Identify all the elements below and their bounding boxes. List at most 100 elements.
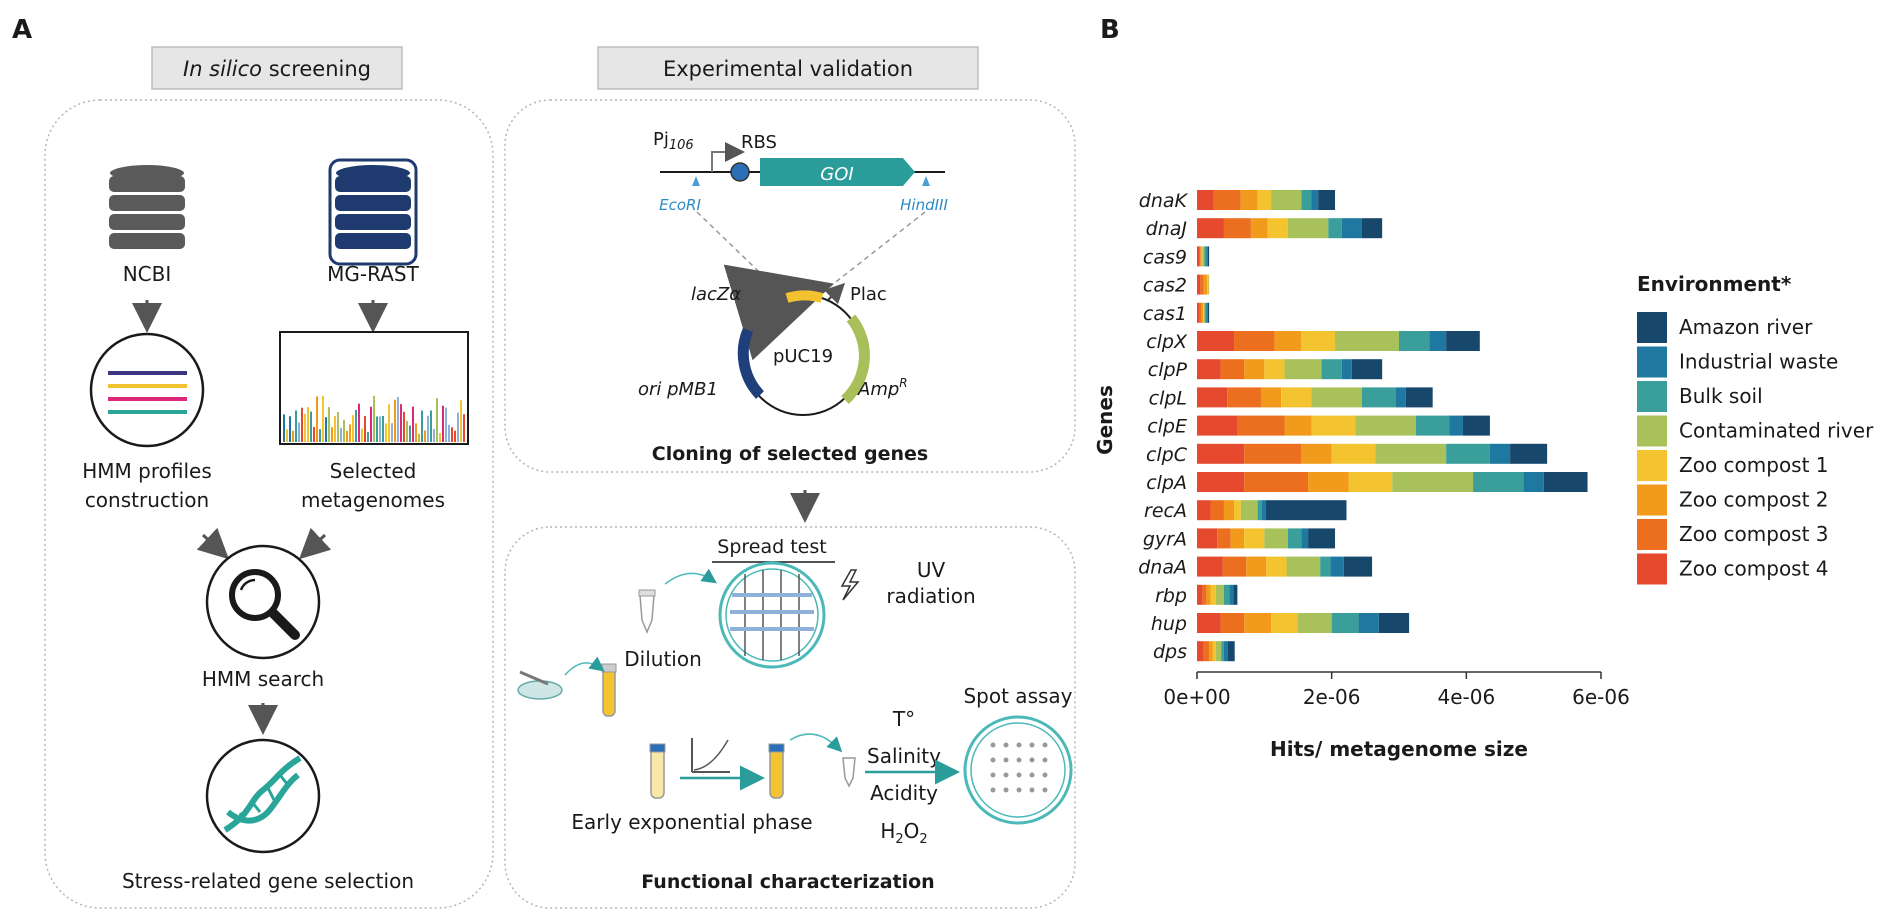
bar-dps-bulk-soil xyxy=(1221,641,1224,662)
bar-clpC-zoo-compost-2 xyxy=(1301,443,1332,464)
ecori-label: EcoRI xyxy=(659,196,701,214)
bar-dnaK-zoo-compost-4 xyxy=(1197,190,1214,210)
bar-cas2-contaminated-river xyxy=(1208,274,1210,295)
category-label-dnaA: dnaA xyxy=(1138,557,1187,579)
x-tick-label: 6e-06 xyxy=(1572,685,1630,709)
bar-dnaJ-bulk-soil xyxy=(1328,218,1342,239)
legend-item-label: Zoo compost 1 xyxy=(1679,453,1829,477)
functional-title: Functional characterization xyxy=(641,871,934,893)
bar-clpC-amazon-river xyxy=(1510,443,1548,464)
bar-dnaJ-contaminated-river xyxy=(1287,218,1329,239)
bar-clpE-zoo-compost-4 xyxy=(1197,415,1238,436)
bar-rbp-zoo-compost-3 xyxy=(1202,584,1207,605)
hindiii-site-icon xyxy=(922,176,930,186)
svg-text:In silico screening: In silico screening xyxy=(183,57,371,81)
bar-cas2-zoo-compost-3 xyxy=(1200,274,1204,295)
arrow-tube-microtube xyxy=(789,733,843,753)
bar-dnaJ-zoo-compost-1 xyxy=(1267,218,1288,239)
bar-clpP-amazon-river xyxy=(1351,359,1383,380)
bar-clpX-zoo-compost-2 xyxy=(1274,331,1302,351)
bar-dps-amazon-river xyxy=(1227,641,1235,662)
dashed-line-left xyxy=(696,211,781,293)
bar-clpX-zoo-compost-1 xyxy=(1301,331,1336,351)
bar-hup-contaminated-river xyxy=(1298,613,1332,633)
bar-cas1-contaminated-river xyxy=(1203,302,1206,323)
bar-hup-bulk-soil xyxy=(1331,613,1359,633)
bar-dnaK-contaminated-river xyxy=(1271,190,1302,210)
legend-item-label: Zoo compost 4 xyxy=(1679,557,1829,581)
bar-clpL-contaminated-river xyxy=(1311,387,1362,408)
bar-dnaK-bulk-soil xyxy=(1301,190,1312,210)
lacz-label: lacZα xyxy=(691,284,741,305)
bar-dps-zoo-compost-1 xyxy=(1212,641,1216,662)
bar-cas9-contaminated-river xyxy=(1202,246,1205,267)
in-silico-header: In silico screening xyxy=(151,46,403,90)
bar-clpA-amazon-river xyxy=(1543,472,1588,492)
bar-clpX-contaminated-river xyxy=(1335,331,1399,351)
spread-plate-icon xyxy=(718,561,826,669)
legend-item-label: Zoo compost 2 xyxy=(1679,488,1829,512)
bar-dnaJ-zoo-compost-4 xyxy=(1197,218,1224,239)
bar-clpE-amazon-river xyxy=(1462,415,1490,436)
legend-item-label: Contaminated river xyxy=(1679,419,1874,443)
bar-dnaJ-zoo-compost-3 xyxy=(1223,218,1251,239)
bar-cas2-zoo-compost-2 xyxy=(1203,274,1208,295)
legend-swatch xyxy=(1637,484,1667,516)
bar-clpL-zoo-compost-1 xyxy=(1281,387,1312,408)
arrow-dilution-plate xyxy=(664,568,717,585)
legend-swatch xyxy=(1637,519,1667,550)
bar-clpA-zoo-compost-3 xyxy=(1244,472,1309,492)
plac-label: Plac xyxy=(850,284,887,305)
salinity-label: Salinity xyxy=(867,744,941,768)
bar-clpP-industrial-waste xyxy=(1341,359,1352,380)
bar-cas2-zoo-compost-1 xyxy=(1207,274,1209,295)
rbs-label: RBS xyxy=(741,132,777,153)
bar-recA-amazon-river xyxy=(1265,500,1347,521)
spot-assay-label: Spot assay xyxy=(963,684,1072,708)
goi-label: GOI xyxy=(820,164,853,185)
uv-label-line2: radiation xyxy=(886,584,975,608)
bar-gyrA-zoo-compost-1 xyxy=(1244,528,1265,549)
legend-title: Environment* xyxy=(1637,272,1792,296)
bar-gyrA-bulk-soil xyxy=(1287,528,1302,549)
category-label-rbp: rbp xyxy=(1155,585,1187,607)
legend-item-label: Zoo compost 3 xyxy=(1679,522,1829,546)
stacked-bar-chart: Genes dnaKdnaJcas9cas2cas1clpXclpPclpLcl… xyxy=(1093,190,1874,761)
bar-cas9-zoo-compost-4 xyxy=(1197,246,1200,267)
bar-cas1-zoo-compost-1 xyxy=(1203,302,1204,323)
bar-clpE-zoo-compost-2 xyxy=(1284,415,1312,436)
bar-clpE-contaminated-river xyxy=(1355,415,1416,436)
bar-clpA-industrial-waste xyxy=(1523,472,1544,492)
promoter-label: Pj106 xyxy=(653,129,694,153)
bar-clpP-zoo-compost-3 xyxy=(1220,359,1245,380)
bar-cas1-bulk-soil xyxy=(1205,302,1207,323)
dilution-tube-icon xyxy=(638,589,656,634)
lightning-icon xyxy=(840,569,860,601)
bar-cas9-zoo-compost-2 xyxy=(1200,246,1202,267)
bar-rbp-contaminated-river xyxy=(1215,584,1224,605)
bar-clpC-zoo-compost-4 xyxy=(1197,443,1245,464)
category-label-clpX: clpX xyxy=(1146,331,1188,353)
bar-gyrA-zoo-compost-2 xyxy=(1230,528,1245,549)
bar-hup-zoo-compost-2 xyxy=(1244,613,1272,633)
bar-clpA-zoo-compost-4 xyxy=(1197,472,1245,492)
functional-panel xyxy=(504,526,1076,909)
bar-dnaA-amazon-river xyxy=(1343,556,1373,577)
hmm-profiles-line1: HMM profiles xyxy=(82,459,212,483)
legend-swatch xyxy=(1637,415,1667,447)
bar-gyrA-zoo-compost-3 xyxy=(1217,528,1231,549)
bar-hup-zoo-compost-1 xyxy=(1271,613,1298,633)
category-label-hup: hup xyxy=(1151,613,1187,635)
temp-label: T° xyxy=(892,707,915,731)
bar-rbp-industrial-waste xyxy=(1229,584,1234,605)
bar-cas1-amazon-river xyxy=(1207,302,1210,323)
bar-dnaK-amazon-river xyxy=(1318,190,1336,210)
bar-clpC-contaminated-river xyxy=(1375,443,1447,464)
bar-clpX-bulk-soil xyxy=(1399,331,1430,351)
bar-clpP-zoo-compost-2 xyxy=(1244,359,1265,380)
bar-dnaA-bulk-soil xyxy=(1320,556,1331,577)
promoter-arrow-icon xyxy=(711,142,745,172)
header-screening: screening xyxy=(262,57,371,81)
x-tick-label: 4e-06 xyxy=(1437,685,1495,709)
x-tick-label: 2e-06 xyxy=(1303,685,1361,709)
